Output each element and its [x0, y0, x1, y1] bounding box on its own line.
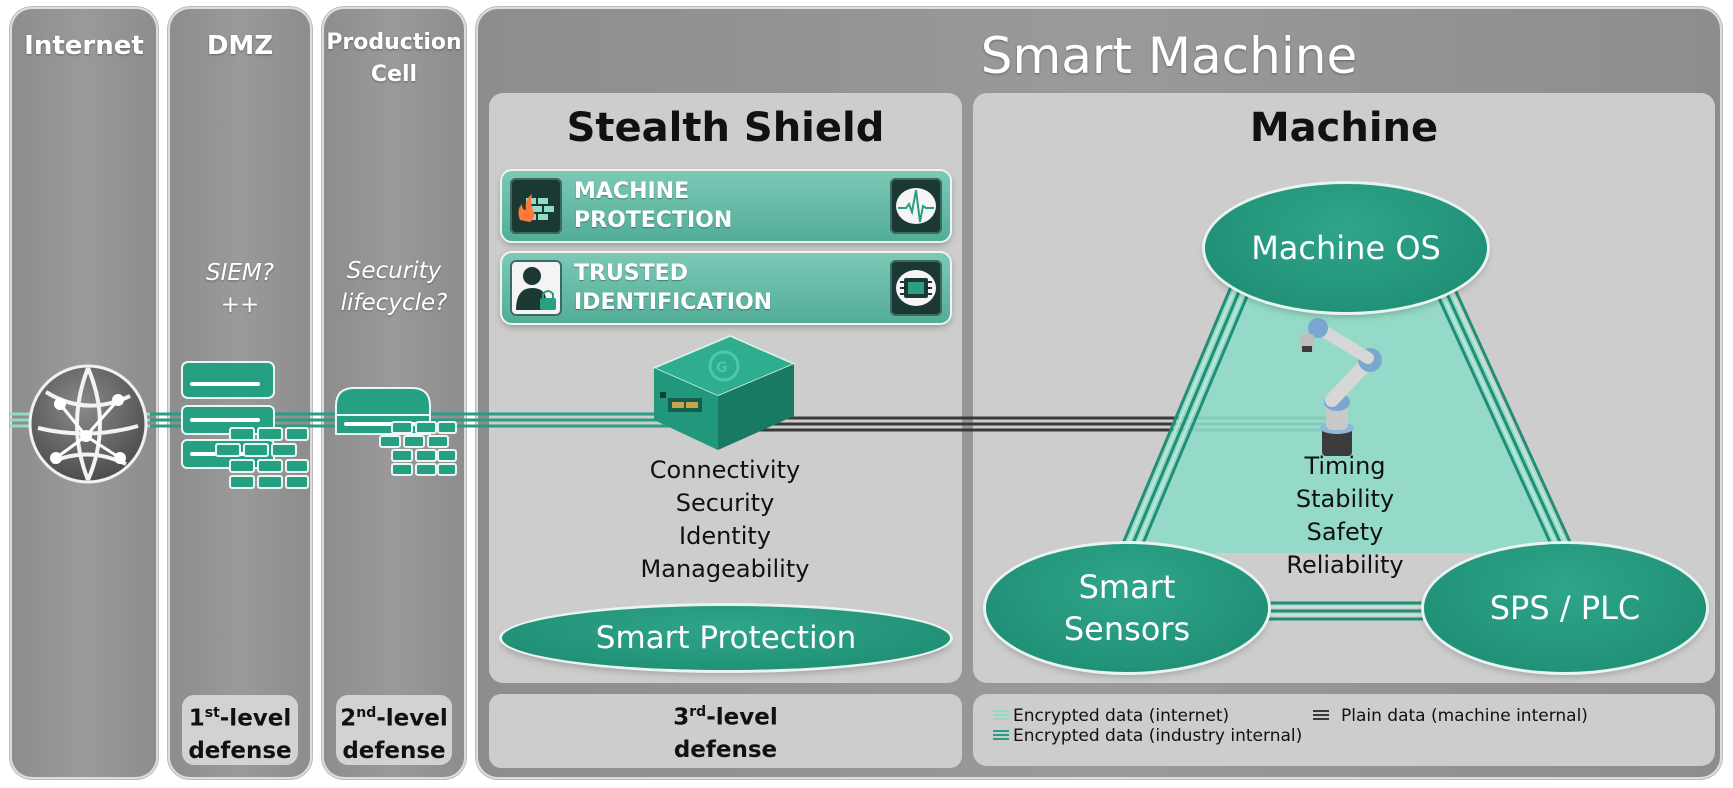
stealth-shield-device-icon: G [652, 335, 796, 450]
production-cell-hint: Security lifecycle? [324, 255, 464, 319]
production-cell-defense-sup: nd [356, 705, 377, 721]
production-cell-defense-ord: 2 [340, 705, 357, 732]
smart-sensors-line2: Sensors [1063, 610, 1191, 648]
legend-plain-machine: Plain data (machine internal) [1341, 706, 1588, 726]
stealth-shield-defense-box: 3rd-level defense [489, 694, 962, 768]
production-cell-title: Production Cell [324, 27, 464, 91]
production-cell-hint-line1: Security [346, 258, 442, 284]
dmz-hint-line2: ++ [220, 292, 260, 318]
feature-trusted-identification: TRUSTED IDENTIFICATION [502, 253, 950, 323]
capabilities-list: Connectivity Security Identity Manageabi… [600, 454, 850, 586]
capability-item: Security [675, 489, 775, 517]
internet-title: Internet [24, 31, 144, 61]
globe-icon [28, 364, 148, 484]
sps-plc-node: SPS / PLC [1424, 544, 1706, 672]
legend-swatch-encrypted-industry [993, 730, 1009, 742]
feature-trusted-identification-line1: TRUSTED [574, 261, 688, 286]
legend-encrypted-internet: Encrypted data (internet) [1013, 706, 1230, 726]
production-cell-defense-line2: defense [342, 737, 446, 764]
production-cell-hint-line2: lifecycle? [340, 290, 448, 316]
smart-sensors-line1: Smart [1078, 568, 1176, 606]
feature-trusted-identification-line2: IDENTIFICATION [574, 290, 773, 315]
capability-item: Identity [679, 522, 771, 550]
chip-icon [890, 260, 942, 316]
stealth-shield-defense-sup: rd [689, 704, 707, 720]
machine-properties-list: Timing Stability Safety Reliability [1260, 450, 1430, 582]
feature-machine-protection: MACHINE PROTECTION [502, 171, 950, 241]
dmz-title: DMZ [206, 31, 274, 61]
dmz-defense-line2: defense [188, 737, 292, 764]
dmz-hint-line1: SIEM? [206, 260, 274, 286]
property-item: Safety [1306, 518, 1384, 546]
dmz-defense-rest: -level [219, 705, 292, 732]
legend-box: Encrypted data (internet) Encrypted data… [973, 694, 1715, 766]
capability-item: Connectivity [649, 456, 801, 484]
legend-swatch-plain-machine [1313, 710, 1329, 722]
production-cell-title-line1: Production [326, 30, 462, 55]
property-item: Reliability [1286, 551, 1404, 579]
smart-sensors-node: Smart Sensors [986, 544, 1268, 672]
server-firewall-icon [181, 361, 309, 489]
production-cell-title-line2: Cell [370, 62, 418, 87]
dmz-defense-ord: 1 [188, 705, 205, 732]
robot-arm-icon [1300, 318, 1382, 456]
feature-trusted-identification-text: TRUSTED IDENTIFICATION [574, 259, 772, 317]
machine-title: Machine [1249, 105, 1439, 151]
legend-encrypted-industry: Encrypted data (industry internal) [1013, 726, 1303, 746]
legend-swatch-encrypted-internet [993, 710, 1009, 722]
stealth-shield-defense-ord: 3 [673, 704, 690, 731]
machine-os-label: Machine OS [1251, 229, 1441, 267]
signal-monitor-icon [890, 178, 942, 234]
machine-os-node: Machine OS [1205, 184, 1487, 312]
smart-machine-title: Smart Machine [980, 27, 1358, 85]
stealth-shield-title: Stealth Shield [566, 105, 885, 151]
dmz-defense-box: 1st-level defense [182, 695, 298, 765]
smart-protection-ellipse: Smart Protection [502, 606, 950, 670]
feature-machine-protection-text: MACHINE PROTECTION [574, 177, 732, 235]
dmz-hint: SIEM? ++ [170, 257, 310, 321]
production-cell-defense-box: 2nd-level defense [336, 695, 452, 765]
property-item: Timing [1304, 452, 1386, 480]
firewall-icon [510, 178, 562, 234]
feature-machine-protection-line1: MACHINE [574, 179, 690, 204]
gateway-firewall-icon [335, 387, 457, 476]
production-cell-defense-rest: -level [376, 705, 448, 732]
smart-protection-label: Smart Protection [595, 620, 857, 656]
sps-plc-label: SPS / PLC [1489, 589, 1641, 627]
stealth-shield-defense-line2: defense [673, 736, 778, 763]
dmz-defense-sup: st [204, 705, 220, 721]
property-item: Stability [1295, 485, 1395, 513]
svg-text:G: G [716, 360, 728, 376]
user-lock-icon [510, 260, 562, 316]
capability-item: Manageability [640, 555, 810, 583]
feature-machine-protection-line2: PROTECTION [574, 208, 733, 233]
stealth-shield-defense-rest: -level [706, 704, 778, 731]
